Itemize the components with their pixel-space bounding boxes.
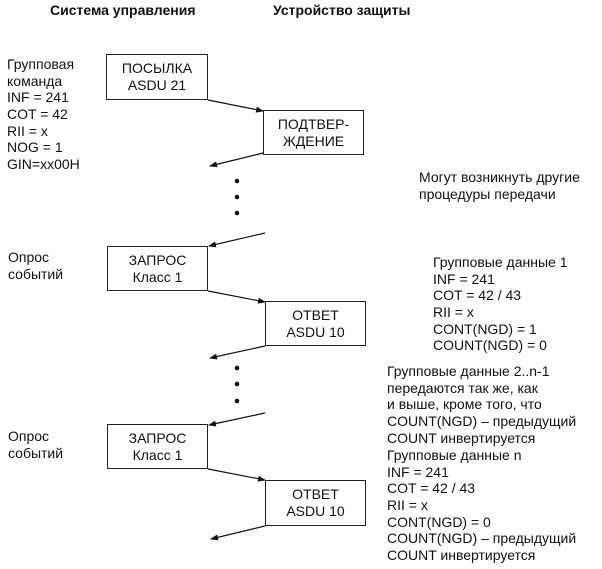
note-line: INF = 241	[387, 463, 449, 480]
note-line: Могут возникнуть другие	[419, 169, 580, 185]
protection-device-header: Устройство защиты	[273, 2, 411, 18]
note-line: и выше, кроме того, что	[387, 396, 542, 413]
arrow-incoming-2	[208, 412, 266, 427]
continuation-dot	[234, 178, 240, 184]
note-line: передаются так же, как	[387, 379, 538, 396]
arrow-ack-to-system	[209, 152, 264, 168]
request-class1-box: ЗАПРОС Класс 1	[107, 424, 208, 469]
continuation-dot	[234, 365, 240, 371]
note-line: команда	[7, 72, 63, 89]
arrow-response-2	[210, 525, 266, 541]
other-procedures-note: Могут возникнуть другие процедуры переда…	[419, 169, 580, 202]
note-line: RII = x	[433, 304, 474, 321]
continuation-dot	[234, 381, 240, 387]
note-line: Групповые данные 2..n-1	[387, 363, 550, 379]
note-line: Групповые данные n	[387, 447, 522, 463]
arrow-request-2	[207, 468, 266, 482]
note-line: Групповые данные 1	[433, 254, 568, 270]
note-line: событий	[8, 444, 64, 461]
box-line: Класс 1	[132, 268, 183, 285]
note-line: INF = 241	[433, 270, 495, 287]
group-data-middle-note: Групповые данные 2..n-1 передаются так ж…	[387, 363, 576, 446]
note-line: Опрос	[8, 249, 50, 265]
continuation-dot	[234, 194, 240, 200]
note-line: NOG = 1	[7, 139, 63, 156]
note-line: CONT(NGD) = 1	[433, 320, 537, 337]
event-poll-note: Опрос событий	[8, 249, 63, 282]
box-line: ASDU 21	[127, 77, 187, 93]
note-line: INF = 241	[7, 89, 69, 106]
arrow-response-1	[209, 345, 266, 360]
note-line: COT = 42	[7, 106, 68, 123]
note-line: RII = x	[387, 497, 428, 514]
note-line: COUNT(NGD) = 0	[433, 337, 547, 354]
arrow-send-to-device	[207, 99, 264, 113]
box-line: Класс 1	[132, 446, 183, 463]
continuation-dot	[234, 398, 240, 404]
box-line: ASDU 10	[286, 323, 345, 340]
box-line: ОТВЕТ	[292, 306, 339, 323]
note-line: COUNT(NGD) – предыдущий	[387, 530, 577, 547]
control-system-header: Система управления	[50, 2, 196, 18]
event-poll-note: Опрос событий	[8, 428, 63, 461]
box-line: ОТВЕТ	[292, 486, 339, 502]
note-line: Групповая	[7, 56, 75, 72]
continuation-dot	[234, 210, 240, 216]
box-line: ЖДЕНИЕ	[282, 132, 345, 149]
note-line: COT = 42 / 43	[433, 287, 522, 304]
group-command-note: Групповая команда INF = 241 COT = 42 RII…	[7, 56, 80, 173]
box-line: ЗАПРОС	[128, 251, 187, 268]
arrow-request-1	[207, 290, 266, 304]
box-line: ЗАПРОС	[128, 429, 187, 446]
note-line: COT = 42 / 43	[387, 480, 476, 497]
arrow-incoming-1	[208, 232, 266, 248]
response-asdu10-box: ОТВЕТ ASDU 10	[265, 301, 366, 346]
send-asdu21-box: ПОСЫЛКА ASDU 21	[106, 54, 208, 100]
box-line: ПОСЫЛКА	[121, 60, 193, 76]
note-line: CONT(NGD) = 0	[387, 513, 491, 530]
request-class1-box: ЗАПРОС Класс 1	[107, 246, 208, 291]
group-data-1-note: Групповые данные 1 INF = 241 COT = 42 / …	[433, 254, 568, 354]
box-line: ASDU 10	[286, 503, 345, 519]
note-line: событий	[8, 265, 64, 282]
confirmation-box: ПОДТВЕР- ЖДЕНИЕ	[263, 110, 364, 155]
group-data-n-note: Групповые данные n INF = 241 COT = 42 / …	[387, 447, 576, 564]
response-asdu10-box: ОТВЕТ ASDU 10	[265, 480, 366, 526]
note-line: RII = x	[7, 122, 48, 139]
note-line: COUNT инвертируется	[387, 547, 536, 564]
note-line: COUNT(NGD) – предыдущий	[387, 413, 577, 430]
note-line: COUNT инвертируется	[387, 429, 536, 446]
note-line: процедуры передачи	[419, 185, 556, 202]
note-line: Опрос	[8, 428, 50, 444]
note-line: GIN=xx00H	[7, 156, 80, 173]
box-line: ПОДТВЕР-	[277, 115, 350, 132]
